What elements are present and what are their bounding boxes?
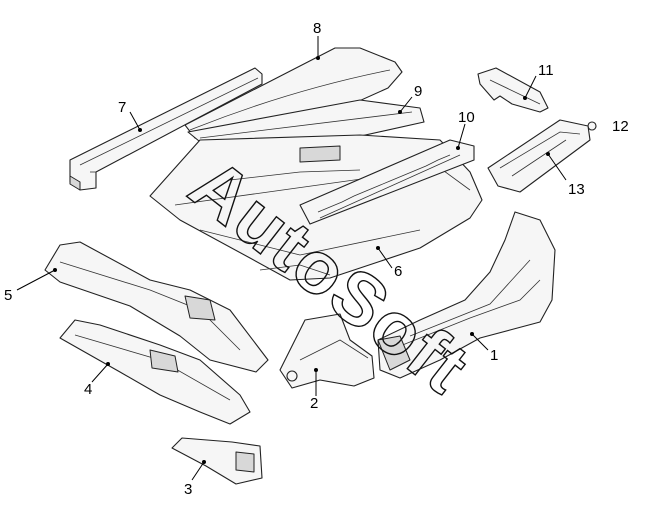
part-7-rail xyxy=(69,67,263,191)
part-11-jack xyxy=(477,67,549,113)
part-10-insert xyxy=(299,139,475,225)
label-part-5: 5 xyxy=(4,287,12,304)
label-part-3: 3 xyxy=(184,481,192,498)
label-part-10: 10 xyxy=(458,109,475,126)
label-part-8: 8 xyxy=(313,20,321,37)
part-5-side-member xyxy=(44,241,269,373)
part-13-tray xyxy=(487,119,591,193)
part-1-rear-frame xyxy=(377,211,556,379)
label-part-11: 11 xyxy=(538,62,554,79)
label-part-1: 1 xyxy=(490,347,498,364)
label-part-9: 9 xyxy=(414,83,422,100)
label-part-2: 2 xyxy=(310,395,318,412)
label-part-4: 4 xyxy=(84,381,92,398)
part-4-lower-member xyxy=(59,319,251,425)
label-part-6: 6 xyxy=(394,263,402,280)
part-3-bracket xyxy=(171,437,263,485)
callout-labels: 1 2 3 4 5 6 7 8 9 10 11 12 13 xyxy=(4,20,629,498)
part-2-bracket xyxy=(279,313,375,389)
label-part-13: 13 xyxy=(568,181,585,198)
label-part-7: 7 xyxy=(118,99,126,116)
label-part-12: 12 xyxy=(612,118,629,135)
leader-lines xyxy=(16,36,567,481)
